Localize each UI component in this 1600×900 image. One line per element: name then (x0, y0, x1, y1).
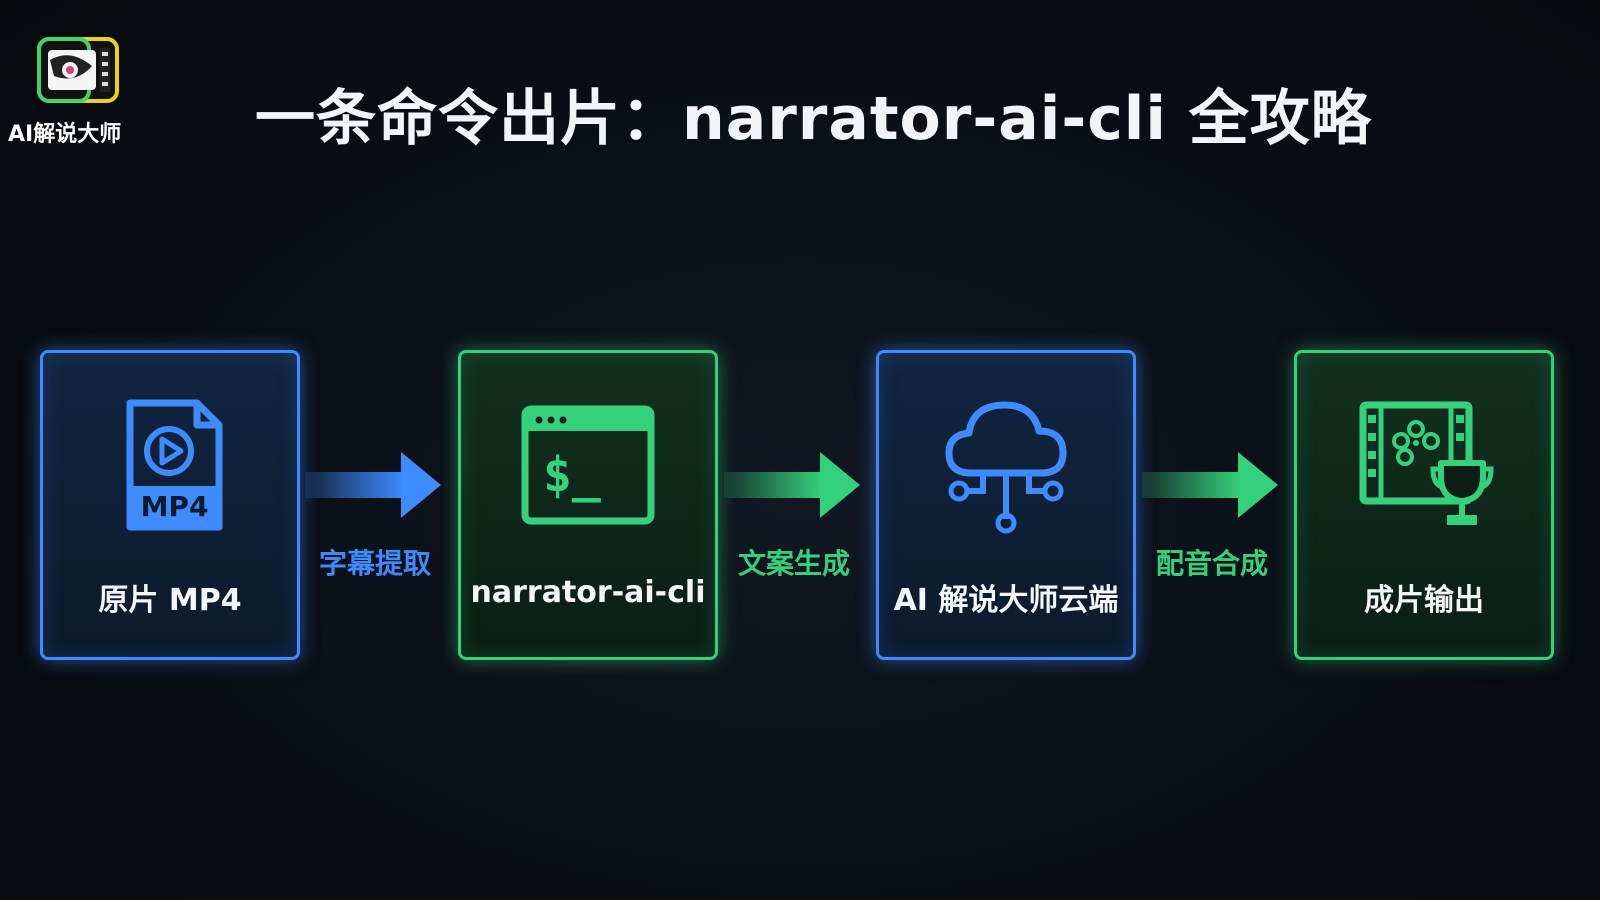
film-trophy-icon (1359, 401, 1494, 525)
logo-text: AI解说大师 (8, 122, 122, 147)
connector-voice-synthesis: 配音合成 (1142, 450, 1282, 590)
stage-label: 原片 MP4 (98, 583, 242, 618)
connector-label: 文案生成 (737, 547, 850, 580)
arrow-right-icon (724, 452, 860, 518)
mp4-icon-text: MP4 (141, 490, 209, 523)
arrow-right-icon (305, 452, 441, 518)
connector-subtitle-extract: 字幕提取 (305, 450, 445, 590)
page-title: 一条命令出片：narrator-ai-cli 全攻略 (255, 84, 1372, 154)
stage-label: 成片输出 (1364, 583, 1484, 618)
stage-narrator-cli: $_ narrator-ai-cli (458, 350, 718, 660)
cloud-network-icon (945, 401, 1067, 534)
terminal-window-icon: $_ (521, 405, 655, 525)
connector-label: 字幕提取 (318, 547, 431, 580)
stage-final-output: 成片输出 (1294, 350, 1554, 660)
stage-source-mp4: MP4 原片 MP4 (40, 350, 300, 660)
stage-label: narrator-ai-cli (470, 575, 706, 610)
arrow-right-icon (1142, 452, 1278, 518)
stage-ai-cloud: AI 解说大师云端 (876, 350, 1136, 660)
mp4-file-icon: MP4 (126, 399, 223, 531)
terminal-prompt-text: $_ (543, 447, 601, 503)
logo-eye-icon (37, 37, 119, 103)
brand-logo: AI解说大师 (8, 36, 158, 151)
connector-label: 配音合成 (1155, 547, 1268, 580)
stage-label: AI 解说大师云端 (893, 583, 1119, 618)
connector-script-generate: 文案生成 (724, 450, 864, 590)
